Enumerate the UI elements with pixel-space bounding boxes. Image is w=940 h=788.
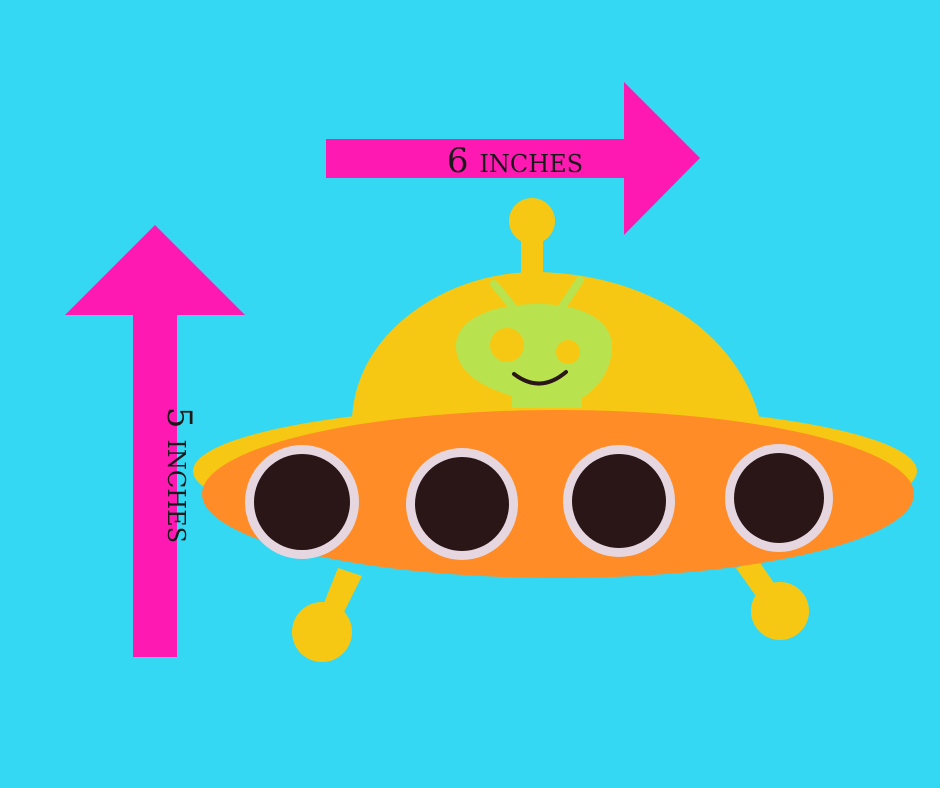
alien-right-eye: [556, 340, 580, 364]
window-glass: [572, 454, 666, 548]
antenna-ball: [509, 198, 555, 244]
ufo-window: [406, 448, 518, 560]
alien-head: [456, 304, 612, 408]
width-arrow-shape: [326, 82, 700, 235]
height-arrow-shape: [65, 225, 245, 657]
alien-smile: [512, 370, 568, 386]
ufo-antenna: [509, 198, 555, 286]
width-arrow: 6 inches: [326, 82, 700, 235]
ufo-window: [563, 445, 675, 557]
window-glass: [415, 457, 509, 551]
height-label: 5 inches: [159, 407, 199, 543]
alien-face: [456, 276, 612, 408]
ufo-window: [725, 444, 833, 552]
ufo: [193, 198, 917, 662]
ufo-saucer: [202, 410, 914, 578]
window-glass: [254, 454, 350, 550]
ufo-left-foot: [292, 602, 352, 662]
width-label: 6 inches: [447, 141, 583, 181]
height-arrow: 5 inches: [65, 225, 245, 657]
alien-left-eye: [490, 328, 524, 362]
ufo-window: [245, 445, 359, 559]
ufo-legs: [292, 560, 809, 662]
window-glass: [734, 453, 824, 543]
ufo-right-foot: [751, 582, 809, 640]
ufo-windows: [245, 444, 833, 560]
